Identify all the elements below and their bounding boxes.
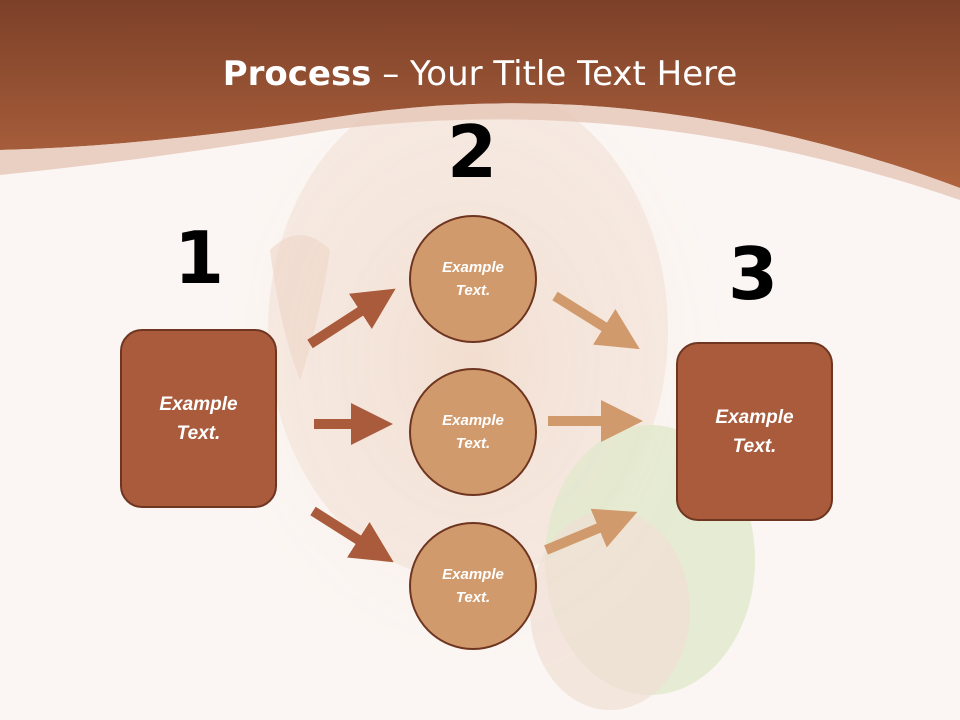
step-number-1: 1 [173,216,225,300]
step-number-3: 3 [727,232,779,316]
step-3-box: Example Text. [676,342,833,521]
step-number-2: 2 [446,110,498,194]
arrow-left-to-bottom [310,506,394,563]
step-2-circle-middle: Example Text. [409,368,537,496]
circle-top-line1: Example [442,259,504,276]
title-bold: Process [222,54,372,94]
circle-middle-line1: Example [442,412,504,429]
arrow-top-to-right [552,291,640,350]
circle-middle-line2: Text. [455,435,491,452]
slide-title: Process – Your Title Text Here [0,50,960,98]
step-1-box-line2: Text. [176,422,221,444]
circle-bottom-line2: Text. [455,589,491,606]
circle-top-line2: Text. [455,282,491,299]
step-3-box-line1: Example [715,406,794,428]
arrow-left-to-top [307,288,396,349]
step-1-box-line1: Example [159,393,238,415]
step-2-circle-bottom: Example Text. [409,522,537,650]
title-rest: – Your Title Text Here [371,54,738,94]
step-3-box-line2: Text. [732,435,777,457]
step-2-circle-top: Example Text. [409,215,537,343]
arrow-bottom-to-right [544,508,638,555]
step-1-box: Example Text. [120,329,277,508]
circle-bottom-line1: Example [442,566,504,583]
